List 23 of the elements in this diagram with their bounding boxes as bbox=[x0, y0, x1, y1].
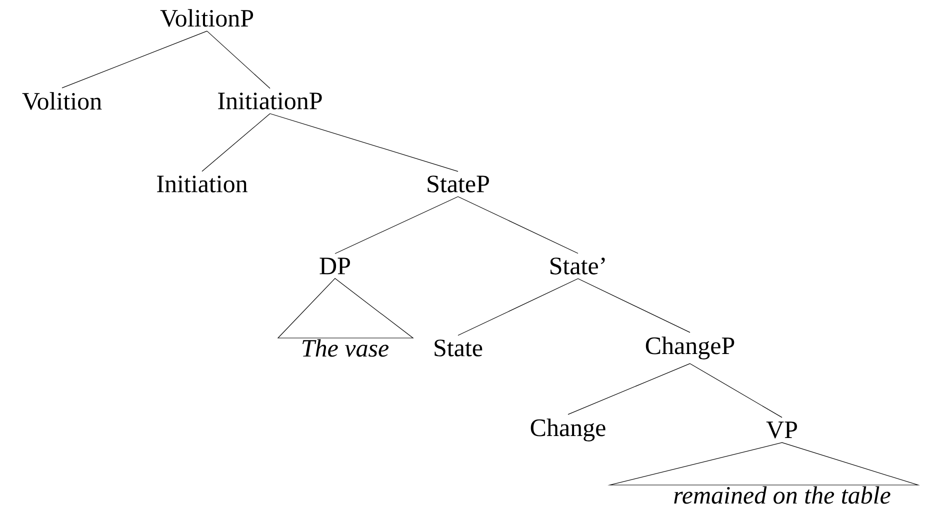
phrase-label: Initiation bbox=[157, 176, 248, 192]
phrase-label: VP bbox=[766, 422, 797, 438]
phrase-label: Change bbox=[530, 418, 606, 442]
branch-line bbox=[334, 196, 458, 254]
phrase-label: State’ bbox=[550, 258, 605, 274]
phrase-label: StateP bbox=[428, 176, 489, 192]
phrase-label: State bbox=[434, 340, 482, 356]
phrase-label: DP bbox=[320, 258, 350, 274]
branch-line bbox=[568, 363, 690, 415]
phrase-label: Volition bbox=[22, 92, 102, 110]
branch-line bbox=[202, 113, 270, 172]
branch-line bbox=[458, 278, 578, 336]
word-string: The vase bbox=[302, 339, 389, 357]
phrase-label: ChangeP bbox=[646, 336, 734, 360]
branch-line bbox=[690, 363, 782, 418]
branch-line bbox=[206, 30, 270, 89]
phrase-label: VolitionP bbox=[160, 9, 254, 27]
branch-line bbox=[62, 30, 208, 88]
word-string: remained on the table bbox=[674, 486, 890, 504]
branch-line bbox=[578, 278, 690, 333]
branch-line bbox=[458, 196, 578, 254]
branch-line bbox=[270, 113, 458, 172]
phrase-label: InitiationP bbox=[218, 92, 322, 110]
